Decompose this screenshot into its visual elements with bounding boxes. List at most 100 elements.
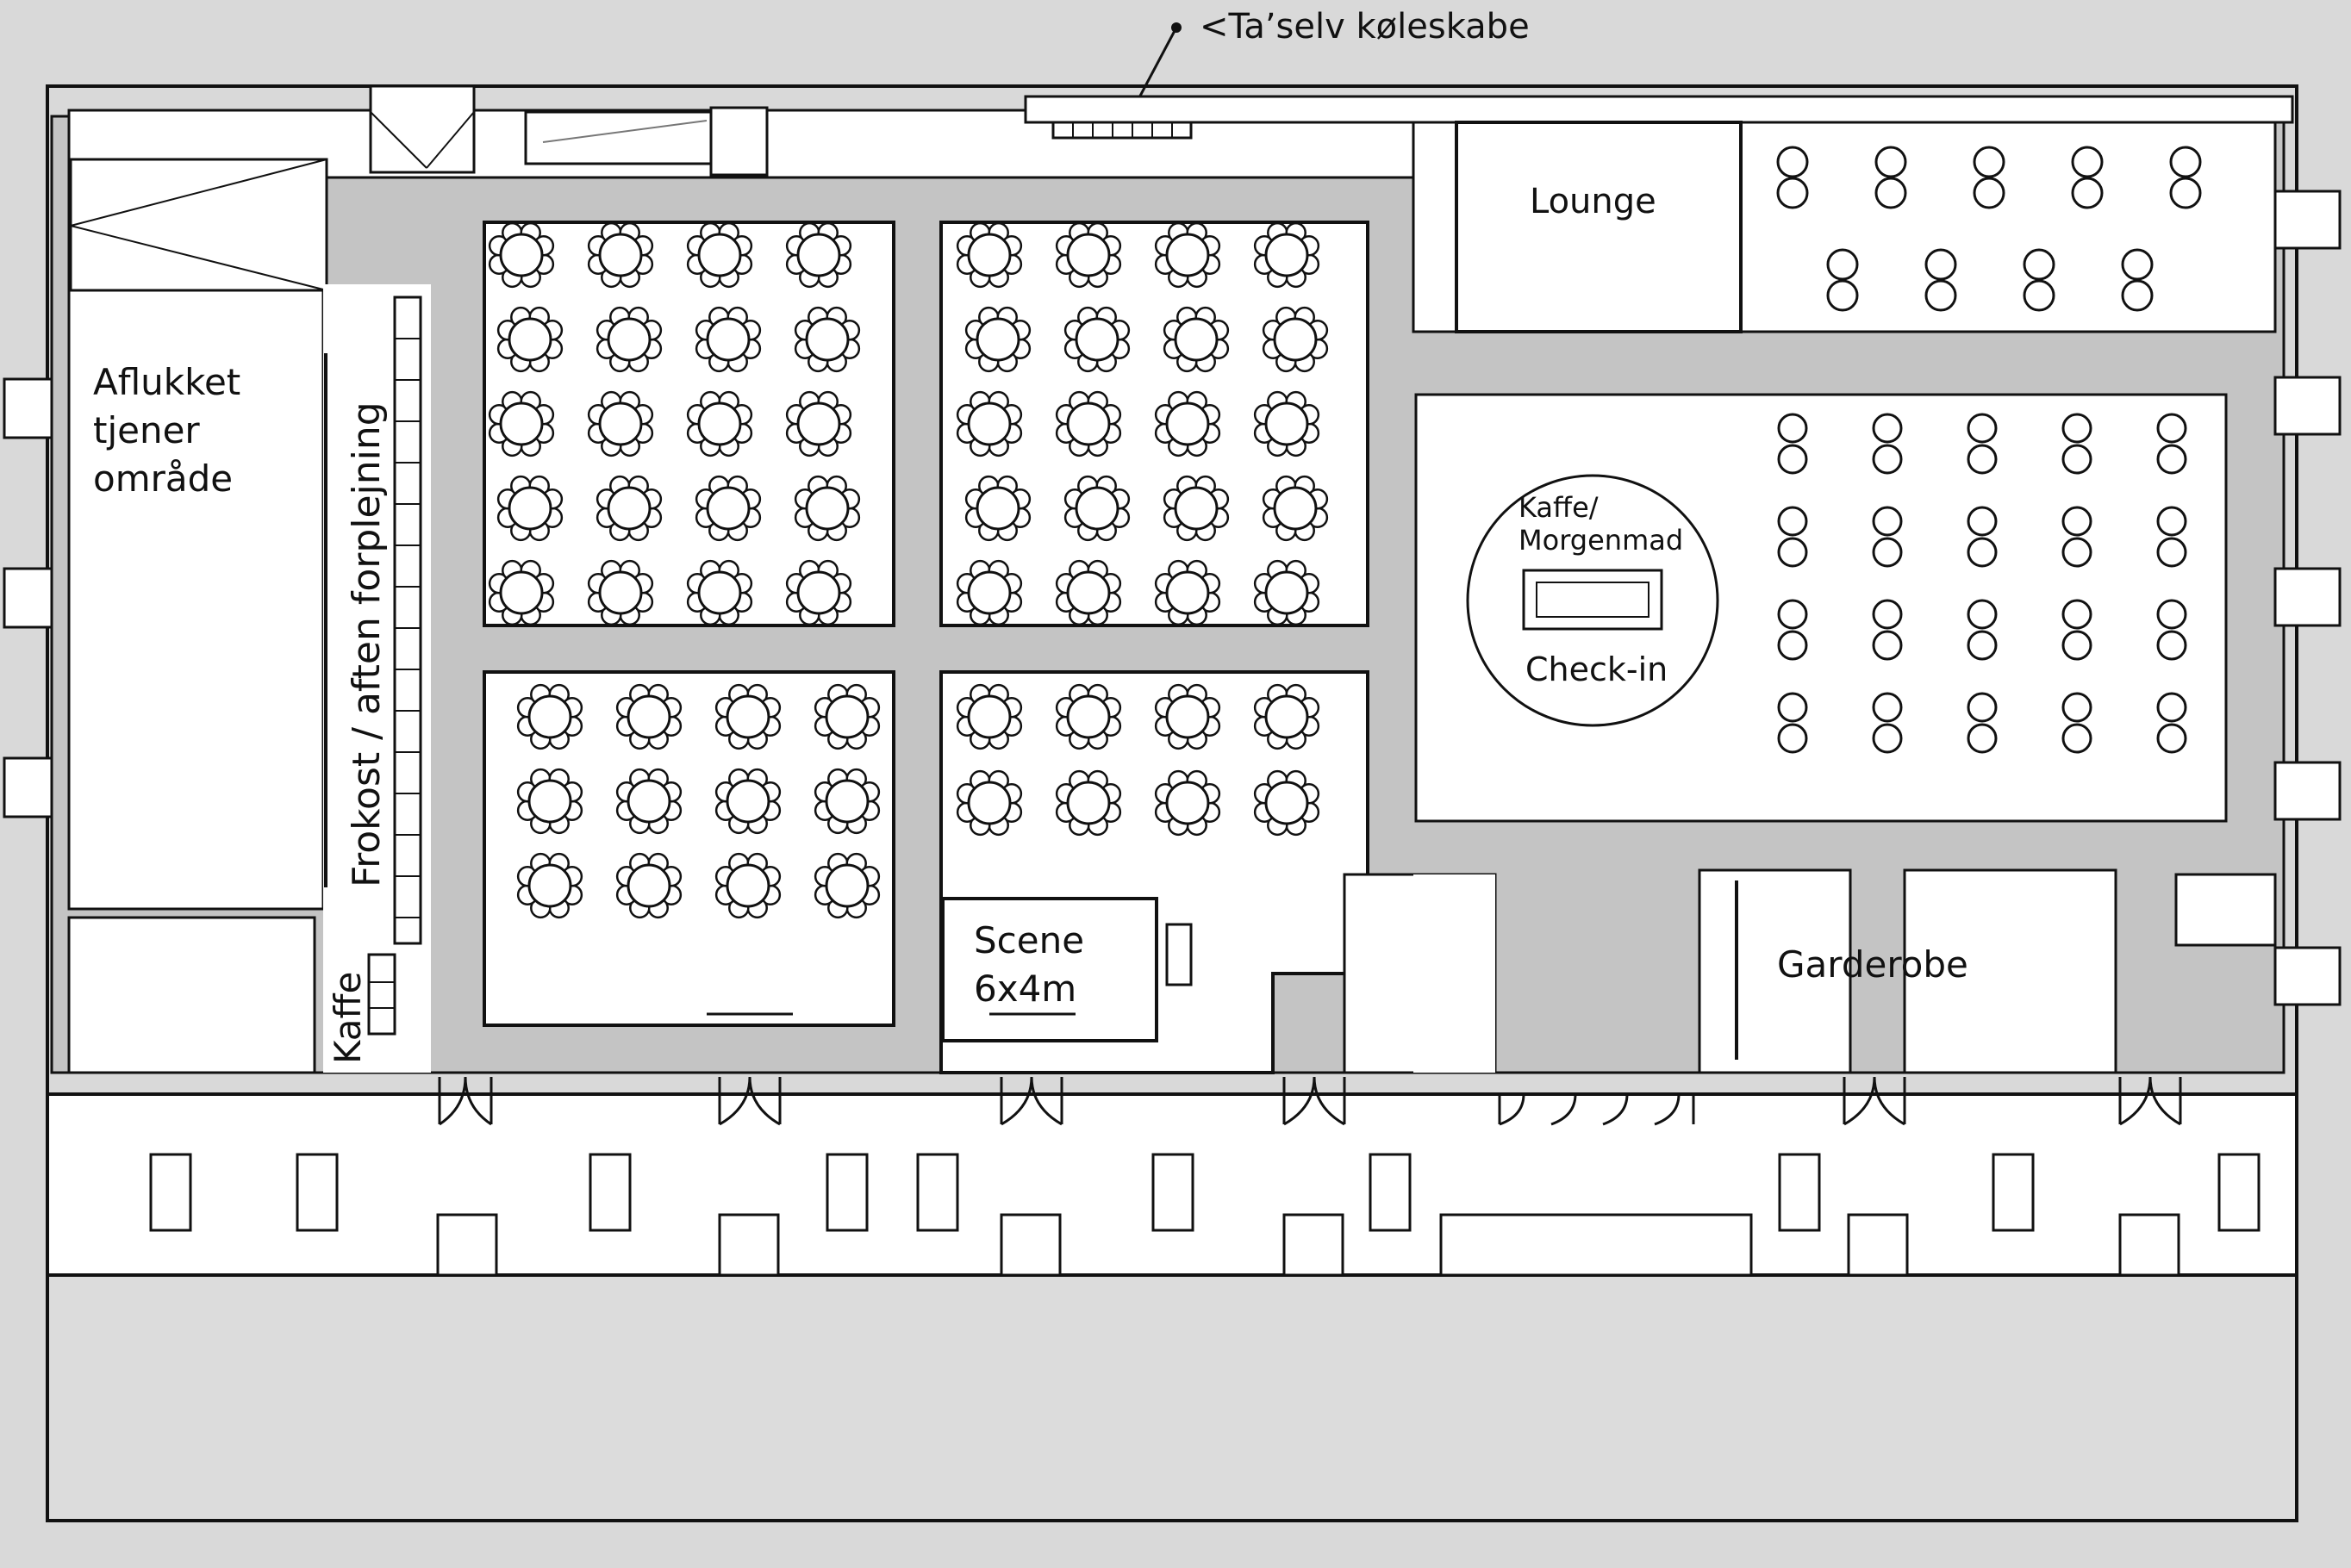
round-table <box>1055 559 1122 626</box>
stage-lectern <box>1165 923 1193 986</box>
lounge-tall-table <box>2071 146 2104 209</box>
corner-room <box>2174 873 2277 947</box>
diag-3 <box>542 120 708 143</box>
round-table <box>956 559 1023 626</box>
coffee-side-label: Kaffe <box>327 972 369 1064</box>
waiter-label-line-2: tjener <box>93 409 200 451</box>
round-table <box>516 768 583 835</box>
fridge-pointer-dot <box>1171 22 1182 33</box>
round-table <box>587 390 654 457</box>
reception-tall-table <box>2061 506 2092 568</box>
buffet-label: Frokost / aften forplejning <box>345 401 389 887</box>
waiter-label-line-3: område <box>93 457 233 500</box>
round-table <box>615 768 683 835</box>
round-table <box>956 769 1023 837</box>
reception-tall-table <box>1777 413 1808 475</box>
round-table <box>956 683 1023 750</box>
round-table <box>1055 221 1122 289</box>
waiter-storage-diag-2 <box>70 225 327 291</box>
round-table <box>587 559 654 626</box>
reception-tall-table <box>1872 692 1903 754</box>
diag-1 <box>370 111 427 169</box>
lounge-tall-table <box>2169 146 2202 209</box>
diag-2 <box>426 111 475 169</box>
round-table <box>1063 475 1131 542</box>
round-table <box>1154 683 1221 750</box>
round-table <box>1055 390 1122 457</box>
stage-label-line-1: Scene <box>974 919 1084 961</box>
left-windows <box>3 377 53 818</box>
reception-tall-table <box>2156 599 2187 661</box>
right-windows <box>2273 190 2342 1006</box>
round-table <box>785 221 852 289</box>
round-table <box>1262 306 1329 373</box>
round-table <box>1063 306 1131 373</box>
reception-tall-table <box>1777 599 1808 661</box>
round-table <box>714 768 782 835</box>
lounge-tall-table <box>1924 248 1957 312</box>
round-table <box>686 221 753 289</box>
round-table <box>814 768 881 835</box>
round-table <box>488 559 555 626</box>
checkin-desk-inner <box>1536 582 1649 618</box>
waiter-label-line-1: Aflukket <box>93 361 240 403</box>
round-table <box>964 306 1032 373</box>
stage-label-line-2: 6x4m <box>974 968 1076 1010</box>
reception-tall-table <box>1967 599 1998 661</box>
corridor-steps <box>436 1213 2180 1277</box>
round-table <box>516 683 583 750</box>
round-table <box>1253 769 1320 837</box>
lounge-room <box>1455 121 1743 333</box>
round-table <box>714 852 782 919</box>
round-table <box>956 390 1023 457</box>
round-table <box>1262 475 1329 542</box>
lounge-tall-table <box>1826 248 1859 312</box>
lounge-tall-table <box>2121 248 2154 312</box>
round-table <box>794 306 861 373</box>
round-table <box>1253 559 1320 626</box>
reception-tall-table <box>2061 599 2092 661</box>
top-notch-3 <box>709 106 769 177</box>
round-table <box>964 475 1032 542</box>
small-room-2 <box>1413 874 1495 1073</box>
round-table <box>1055 683 1122 750</box>
round-table <box>1163 475 1230 542</box>
buffet-counter-dividers <box>395 338 421 918</box>
round-table <box>587 221 654 289</box>
round-table <box>1253 221 1320 289</box>
round-table <box>516 852 583 919</box>
round-table <box>496 475 564 542</box>
tables-layer <box>488 146 2202 919</box>
corridor-doors <box>438 1076 2182 1126</box>
waiter-storage-diag-1 <box>70 159 327 227</box>
round-table <box>695 306 762 373</box>
breakfast-label-line-1: Kaffe/ <box>1518 491 1599 524</box>
lounge-tall-table <box>1973 146 2005 209</box>
round-table <box>794 475 861 542</box>
reception-tall-table <box>2156 506 2187 568</box>
round-table <box>615 683 683 750</box>
lounge-tall-table <box>2023 248 2055 312</box>
lounge-label: Lounge <box>1530 182 1656 221</box>
checkin-label: Check-in <box>1525 650 1668 688</box>
waiter-bottom-room <box>67 916 316 1074</box>
round-table <box>1163 306 1230 373</box>
reception-tall-table <box>1872 506 1903 568</box>
round-table <box>1154 769 1221 837</box>
waiter-storage <box>69 158 328 292</box>
round-table <box>496 306 564 373</box>
fridge-dividers <box>1072 122 1173 138</box>
round-table <box>714 683 782 750</box>
round-table <box>686 559 753 626</box>
breakfast-label-line-2: Morgenmad <box>1518 524 1683 557</box>
reception-tall-table <box>1777 506 1808 568</box>
round-table <box>1154 559 1221 626</box>
round-table <box>956 221 1023 289</box>
round-table <box>785 390 852 457</box>
round-table <box>686 390 753 457</box>
round-table <box>1253 683 1320 750</box>
round-table <box>488 221 555 289</box>
round-table <box>695 475 762 542</box>
corridor-benches <box>149 1153 2261 1232</box>
round-table <box>488 390 555 457</box>
